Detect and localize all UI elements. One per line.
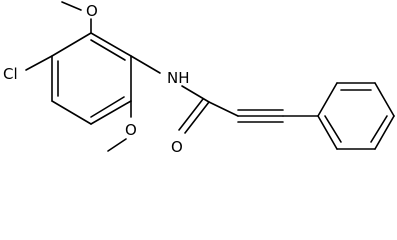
- alkyne-triple-bond: [208, 101, 319, 123]
- methoxy-bond-bottom: [107, 100, 132, 152]
- amide-nh-label: NH: [167, 69, 190, 87]
- carbonyl-double-bond: [178, 98, 210, 134]
- carbonyl-oxygen-label: O: [171, 138, 183, 156]
- methoxy-oxygen-top-label: O: [86, 2, 98, 20]
- chlorodimethoxyphenyl-ring: [51, 32, 132, 125]
- nitrogen-carbonyl-bond: [181, 85, 210, 103]
- methoxy-oxygen-bottom-label: O: [125, 121, 137, 139]
- chemical-structure-diagram: O Cl O NH O: [3, 1, 395, 156]
- methoxy-bond-top: [61, 1, 92, 34]
- chlorine-bond: [25, 55, 53, 71]
- aryl-nitrogen-bond: [130, 55, 161, 74]
- phenyl-ring: [317, 82, 395, 150]
- chlorine-atom-label: Cl: [3, 65, 18, 83]
